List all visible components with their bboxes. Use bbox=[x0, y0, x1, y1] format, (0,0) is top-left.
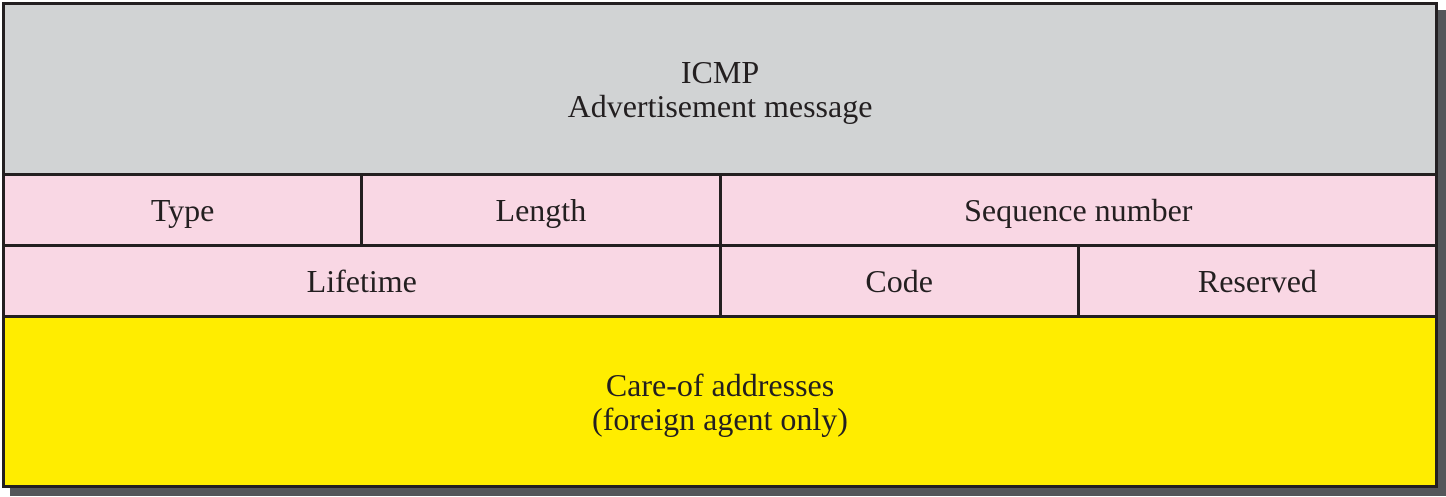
field-label-reserved: Reserved bbox=[1197, 263, 1317, 299]
header-line-2: Advertisement message bbox=[567, 88, 873, 124]
field-label-length: Length bbox=[495, 192, 587, 228]
field-cell-length: Length bbox=[363, 176, 719, 244]
field-label-type: Type bbox=[150, 192, 215, 228]
field-label-code: Code bbox=[865, 263, 933, 299]
footer-line-2: (foreign agent only) bbox=[592, 400, 848, 437]
message-header-band: ICMP Advertisement message bbox=[5, 5, 1435, 173]
footer-line-1: Care-of addresses bbox=[605, 366, 835, 403]
field-cell-sequence-number: Sequence number bbox=[721, 176, 1435, 244]
field-label-sequence-number: Sequence number bbox=[964, 192, 1193, 228]
field-cell-lifetime: Lifetime bbox=[5, 247, 719, 315]
header-line-1: ICMP bbox=[680, 54, 760, 90]
field-label-lifetime: Lifetime bbox=[306, 263, 417, 299]
field-cell-reserved: Reserved bbox=[1079, 247, 1435, 315]
care-of-addresses-band: Care-of addresses (foreign agent only) bbox=[5, 318, 1435, 485]
field-cell-type: Type bbox=[5, 176, 361, 244]
field-cell-code: Code bbox=[721, 247, 1077, 315]
packet-diagram-box: ICMP Advertisement message Type Length S… bbox=[2, 2, 1438, 488]
